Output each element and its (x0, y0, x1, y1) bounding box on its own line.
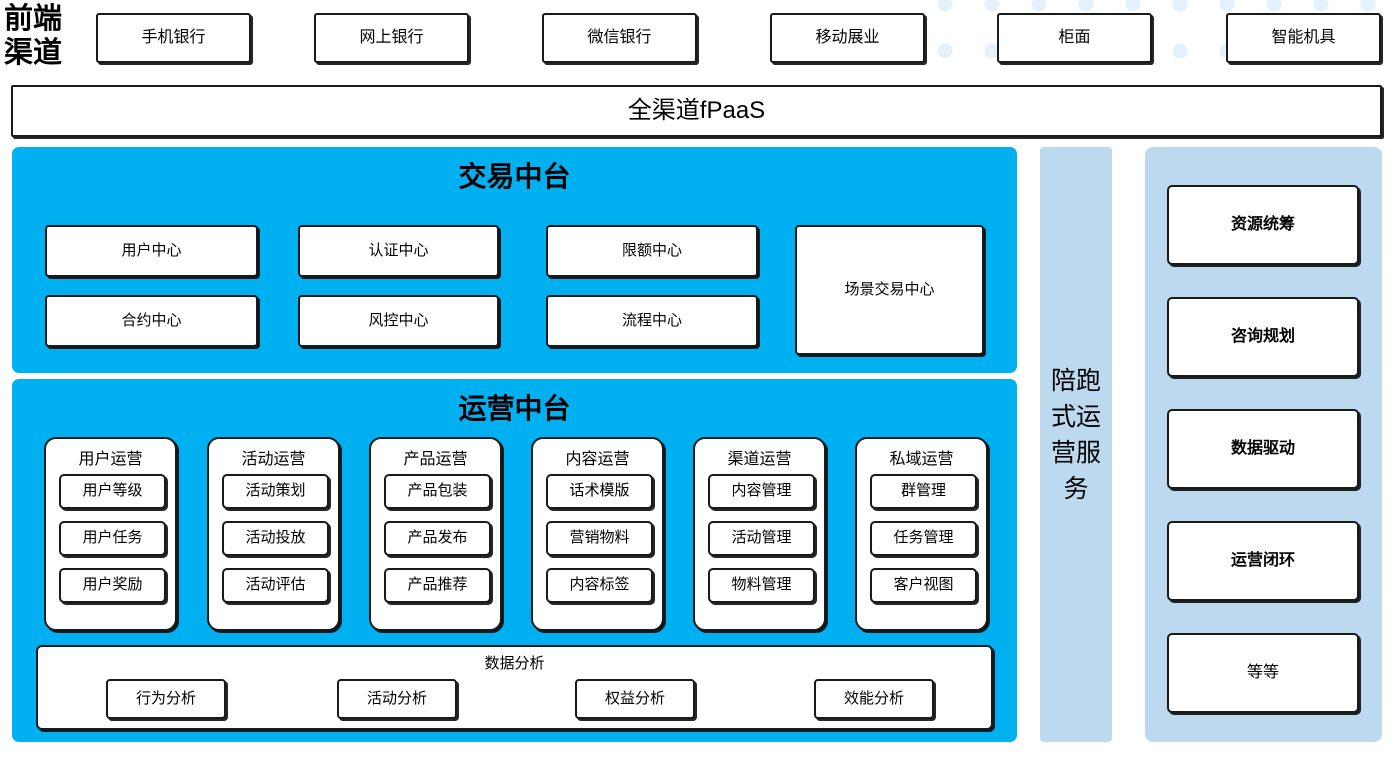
ops-item-content-tag[interactable]: 内容标签 (546, 568, 653, 603)
data-analysis-box: 数据分析 行为分析 活动分析 权益分析 效能分析 (36, 645, 993, 730)
accompanying-service-column: 陪跑 式运 营服 务 (1040, 147, 1112, 742)
ops-item-marketing-material[interactable]: 营销物料 (546, 521, 653, 556)
ops-item-user-task[interactable]: 用户任务 (59, 521, 166, 556)
accompanying-service-label: 陪跑 式运 营服 务 (1040, 363, 1112, 507)
capability-card-consulting-planning[interactable]: 咨询规划 (1167, 297, 1359, 377)
ops-item-product-release[interactable]: 产品发布 (384, 521, 491, 556)
trade-card-contract-center[interactable]: 合约中心 (45, 295, 258, 347)
channel-box-wechat-bank[interactable]: 微信银行 (542, 13, 697, 63)
trade-card-scenario-trade-center[interactable]: 场景交易中心 (795, 225, 984, 355)
service-label-line3: 营服 (1050, 439, 1101, 467)
ops-item-task-management[interactable]: 任务管理 (870, 521, 977, 556)
service-label-line4: 务 (1063, 475, 1089, 503)
trade-card-process-center[interactable]: 流程中心 (546, 295, 758, 347)
ops-group-title: 活动运营 (241, 451, 306, 468)
trade-platform-title: 交易中台 (458, 162, 571, 193)
front-channel-label: 前端 渠道 (4, 2, 82, 74)
trade-card-risk-center[interactable]: 风控中心 (298, 295, 499, 347)
ops-group-title: 用户运营 (78, 451, 143, 468)
channel-box-mobile-business[interactable]: 移动展业 (770, 13, 925, 63)
capability-card-resource-coordination[interactable]: 资源统筹 (1167, 185, 1359, 265)
ops-group-product: 产品运营 产品包装 产品发布 产品推荐 (369, 437, 502, 631)
ops-group-user: 用户运营 用户等级 用户任务 用户奖励 (44, 437, 177, 631)
analysis-item-campaign[interactable]: 活动分析 (337, 679, 457, 719)
front-channel-label-line2: 渠道 (4, 37, 63, 69)
ops-item-campaign-management[interactable]: 活动管理 (708, 521, 815, 556)
analysis-item-behavior[interactable]: 行为分析 (106, 679, 226, 719)
front-channel-label-line1: 前端 (4, 3, 63, 35)
ops-item-user-reward[interactable]: 用户奖励 (59, 568, 166, 603)
trade-card-user-center[interactable]: 用户中心 (45, 225, 258, 277)
channel-box-mobile-bank[interactable]: 手机银行 (96, 13, 251, 63)
data-analysis-title: 数据分析 (484, 655, 545, 672)
ops-item-group-management[interactable]: 群管理 (870, 474, 977, 509)
trade-card-limit-center[interactable]: 限额中心 (546, 225, 758, 277)
capability-column: 资源统筹 咨询规划 数据驱动 运营闭环 等等 (1145, 147, 1382, 742)
ops-group-campaign: 活动运营 活动策划 活动投放 活动评估 (207, 437, 340, 631)
ops-item-customer-view[interactable]: 客户视图 (870, 568, 977, 603)
ops-group-channel: 渠道运营 内容管理 活动管理 物料管理 (693, 437, 826, 631)
channel-box-smart-machine[interactable]: 智能机具 (1226, 13, 1381, 63)
capability-card-ops-closed-loop[interactable]: 运营闭环 (1167, 521, 1359, 601)
ops-platform-title: 运营中台 (458, 394, 571, 425)
ops-item-user-level[interactable]: 用户等级 (59, 474, 166, 509)
ops-item-campaign-delivery[interactable]: 活动投放 (222, 521, 329, 556)
ops-group-title: 内容运营 (565, 451, 630, 468)
ops-item-campaign-evaluation[interactable]: 活动评估 (222, 568, 329, 603)
service-label-line1: 陪跑 (1050, 367, 1101, 395)
ops-item-product-packaging[interactable]: 产品包装 (384, 474, 491, 509)
ops-item-script-template[interactable]: 话术模版 (546, 474, 653, 509)
ops-group-content: 内容运营 话术模版 营销物料 内容标签 (531, 437, 664, 631)
ops-item-campaign-planning[interactable]: 活动策划 (222, 474, 329, 509)
trade-platform-panel: 交易中台 用户中心 认证中心 限额中心 场景交易中心 合约中心 风控中心 流程中… (12, 147, 1017, 373)
omnichannel-fpaas-banner[interactable]: 全渠道fPaaS (11, 85, 1382, 137)
ops-group-private-domain: 私域运营 群管理 任务管理 客户视图 (855, 437, 988, 631)
channel-box-counter[interactable]: 柜面 (997, 13, 1152, 63)
capability-card-data-driven[interactable]: 数据驱动 (1167, 409, 1359, 489)
ops-item-content-management[interactable]: 内容管理 (708, 474, 815, 509)
ops-item-product-recommend[interactable]: 产品推荐 (384, 568, 491, 603)
ops-group-title: 私域运营 (889, 451, 954, 468)
capability-card-etc[interactable]: 等等 (1167, 633, 1359, 713)
ops-item-material-management[interactable]: 物料管理 (708, 568, 815, 603)
service-label-line2: 式运 (1050, 403, 1101, 431)
trade-card-auth-center[interactable]: 认证中心 (298, 225, 499, 277)
analysis-item-benefit[interactable]: 权益分析 (575, 679, 695, 719)
ops-group-title: 产品运营 (403, 451, 468, 468)
channel-box-online-bank[interactable]: 网上银行 (314, 13, 469, 63)
analysis-item-efficiency[interactable]: 效能分析 (814, 679, 934, 719)
ops-group-title: 渠道运营 (727, 451, 792, 468)
